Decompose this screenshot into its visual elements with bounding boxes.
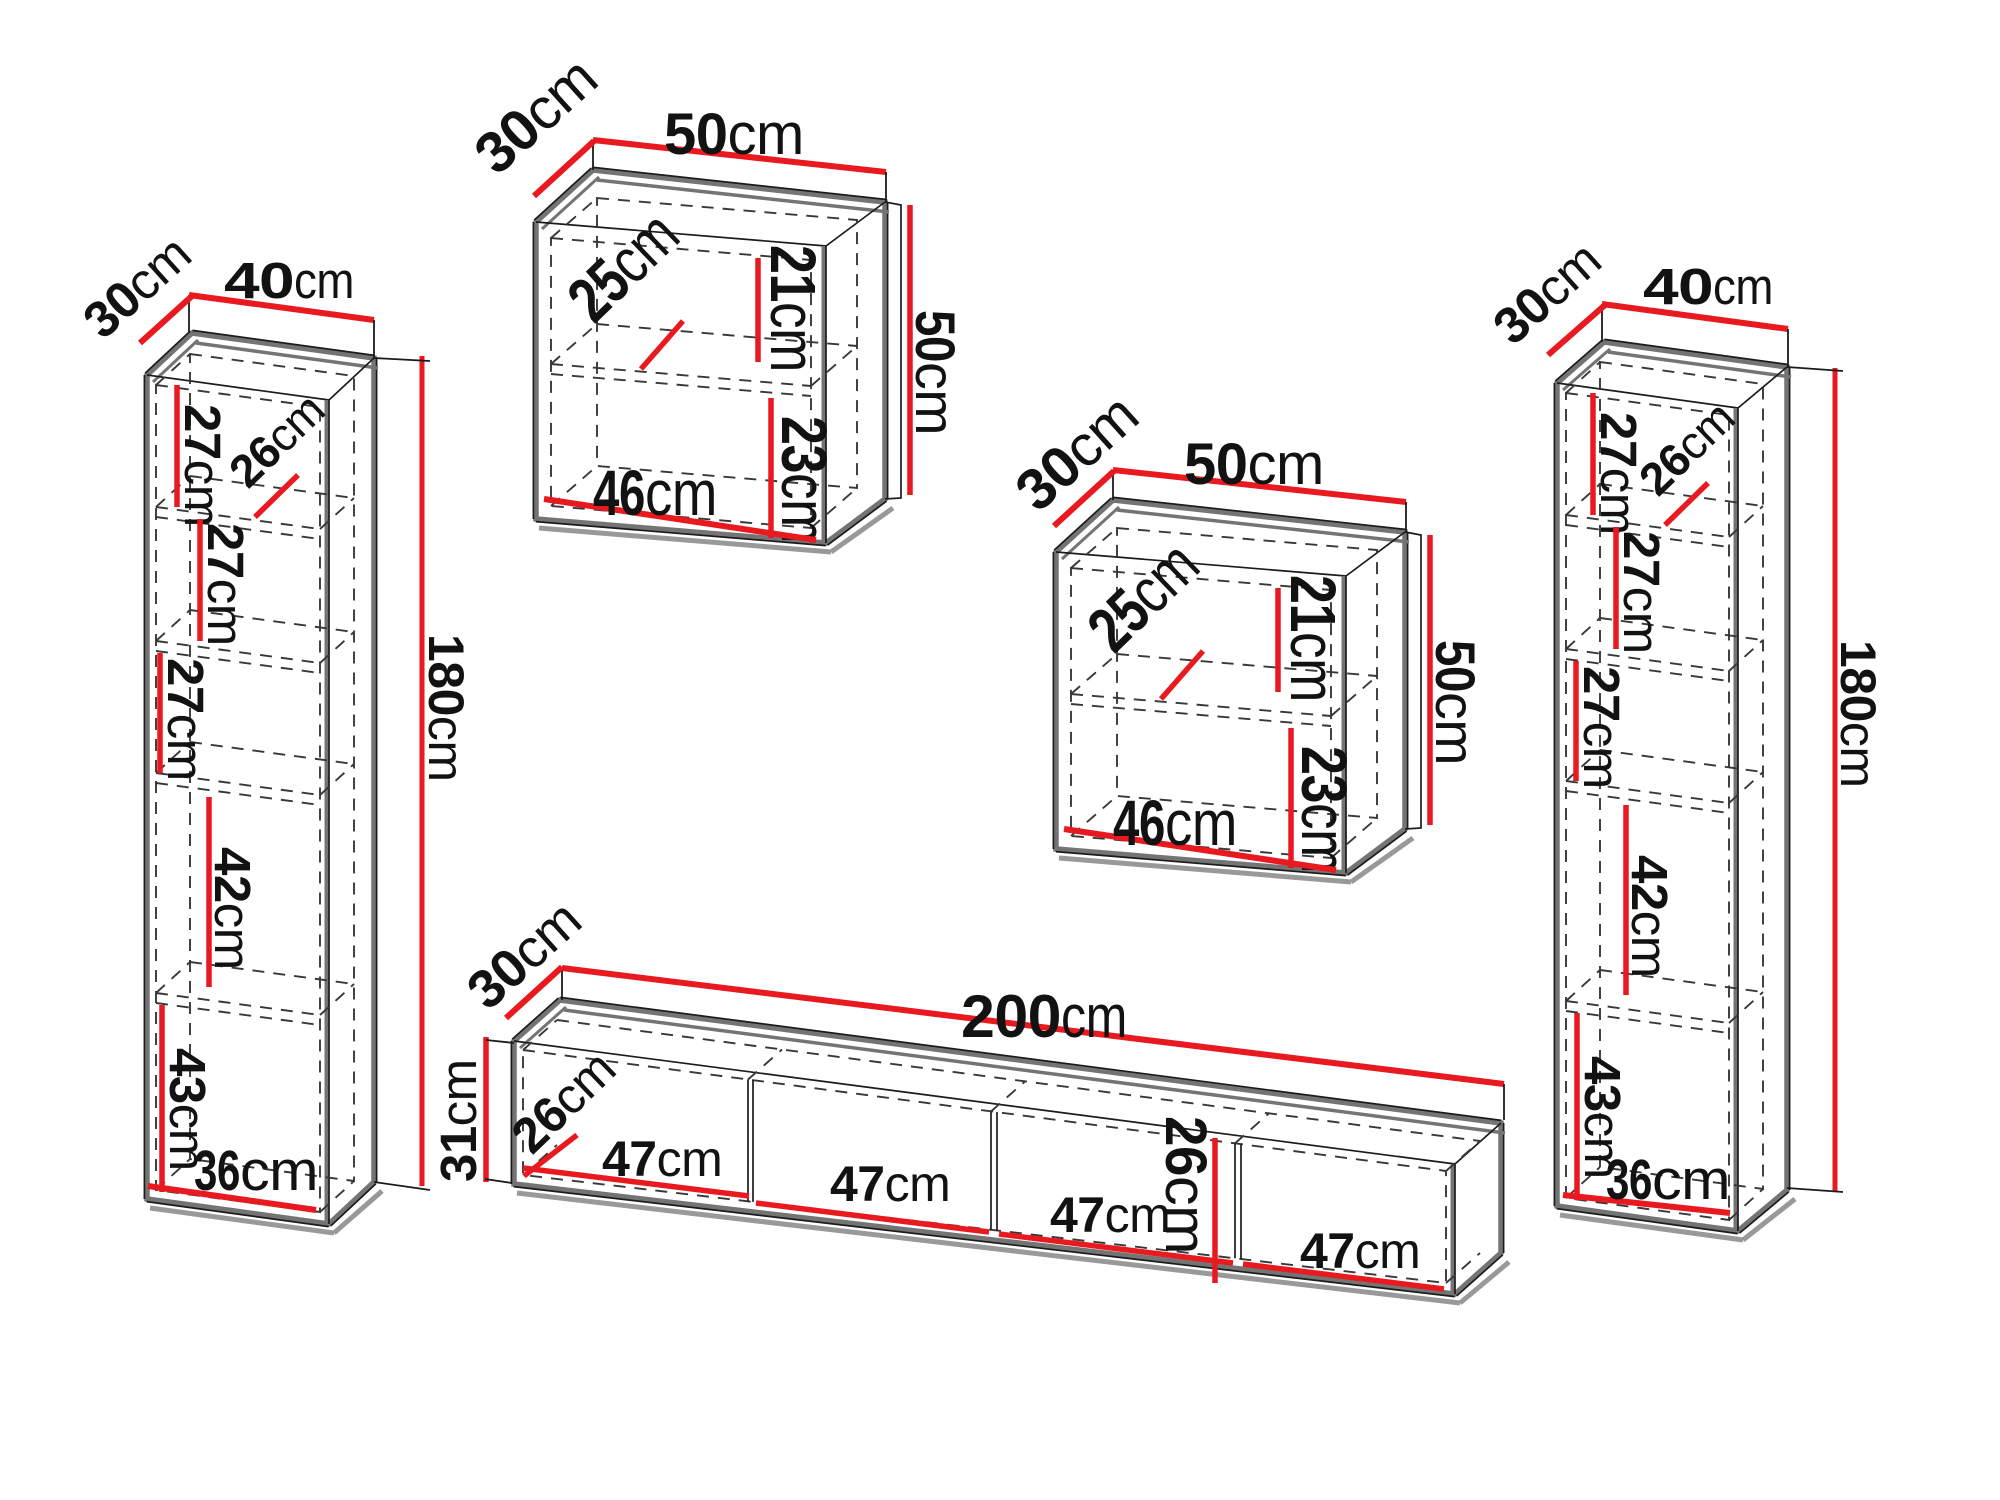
- svg-text:cm: cm: [1573, 722, 1630, 789]
- svg-text:180: 180: [1830, 640, 1886, 722]
- svg-text:cm: cm: [645, 457, 717, 529]
- svg-text:40: 40: [224, 252, 294, 309]
- svg-text:46: 46: [593, 457, 645, 529]
- svg-text:47: 47: [1300, 1223, 1355, 1279]
- svg-text:27: 27: [197, 523, 254, 579]
- svg-text:50: 50: [1184, 432, 1248, 497]
- svg-text:cm: cm: [1248, 432, 1324, 497]
- svg-text:26: 26: [1153, 1116, 1218, 1176]
- svg-text:cm: cm: [159, 1104, 216, 1171]
- svg-text:cm: cm: [1713, 258, 1773, 315]
- svg-text:50: 50: [664, 102, 728, 167]
- svg-text:23: 23: [768, 416, 840, 473]
- svg-text:27: 27: [1590, 412, 1647, 468]
- svg-text:cm: cm: [157, 714, 214, 781]
- svg-text:cm: cm: [1153, 1176, 1218, 1254]
- svg-text:cm: cm: [768, 473, 840, 543]
- svg-text:47: 47: [602, 1131, 657, 1187]
- svg-text:cm: cm: [1652, 1148, 1730, 1212]
- svg-text:cm: cm: [1424, 692, 1487, 765]
- svg-text:cm: cm: [904, 362, 967, 435]
- svg-text:cm: cm: [1590, 468, 1647, 535]
- svg-text:21: 21: [1277, 575, 1349, 632]
- svg-text:cm: cm: [430, 1059, 487, 1126]
- svg-text:cm: cm: [1574, 1112, 1631, 1179]
- svg-text:180: 180: [418, 634, 474, 716]
- svg-text:50: 50: [1424, 640, 1487, 692]
- svg-text:cm: cm: [1105, 1187, 1171, 1243]
- svg-text:cm: cm: [1613, 587, 1670, 654]
- svg-text:40: 40: [1643, 258, 1713, 315]
- svg-text:cm: cm: [418, 716, 474, 782]
- svg-text:cm: cm: [204, 903, 261, 970]
- svg-text:43: 43: [159, 1048, 216, 1104]
- svg-text:27: 27: [1573, 666, 1630, 722]
- svg-text:42: 42: [204, 847, 261, 903]
- svg-text:cm: cm: [657, 1131, 723, 1187]
- svg-text:42: 42: [1621, 855, 1678, 911]
- svg-text:cm: cm: [757, 302, 829, 372]
- svg-text:cm: cm: [1355, 1223, 1421, 1279]
- svg-text:200: 200: [961, 983, 1061, 1050]
- svg-text:cm: cm: [885, 1156, 951, 1212]
- svg-text:cm: cm: [294, 252, 354, 309]
- svg-text:cm: cm: [1621, 911, 1678, 978]
- svg-text:21: 21: [757, 245, 829, 302]
- svg-text:cm: cm: [728, 102, 804, 167]
- svg-text:31: 31: [430, 1126, 487, 1182]
- svg-text:47: 47: [830, 1156, 885, 1212]
- svg-text:27: 27: [174, 404, 231, 460]
- svg-text:46: 46: [1113, 787, 1165, 859]
- svg-text:43: 43: [1574, 1056, 1631, 1112]
- svg-text:cm: cm: [174, 460, 231, 527]
- svg-text:50: 50: [904, 310, 967, 362]
- svg-text:23: 23: [1288, 746, 1360, 803]
- svg-text:cm: cm: [197, 579, 254, 646]
- svg-text:27: 27: [1613, 531, 1670, 587]
- svg-text:36: 36: [1606, 1148, 1652, 1212]
- svg-text:cm: cm: [240, 1139, 318, 1203]
- svg-text:cm: cm: [1061, 983, 1127, 1050]
- svg-text:cm: cm: [1277, 632, 1349, 702]
- svg-text:cm: cm: [1830, 722, 1886, 788]
- svg-text:36: 36: [194, 1139, 240, 1203]
- svg-text:47: 47: [1050, 1187, 1105, 1243]
- svg-text:cm: cm: [1165, 787, 1237, 859]
- svg-text:cm: cm: [1288, 803, 1360, 873]
- svg-text:27: 27: [157, 658, 214, 714]
